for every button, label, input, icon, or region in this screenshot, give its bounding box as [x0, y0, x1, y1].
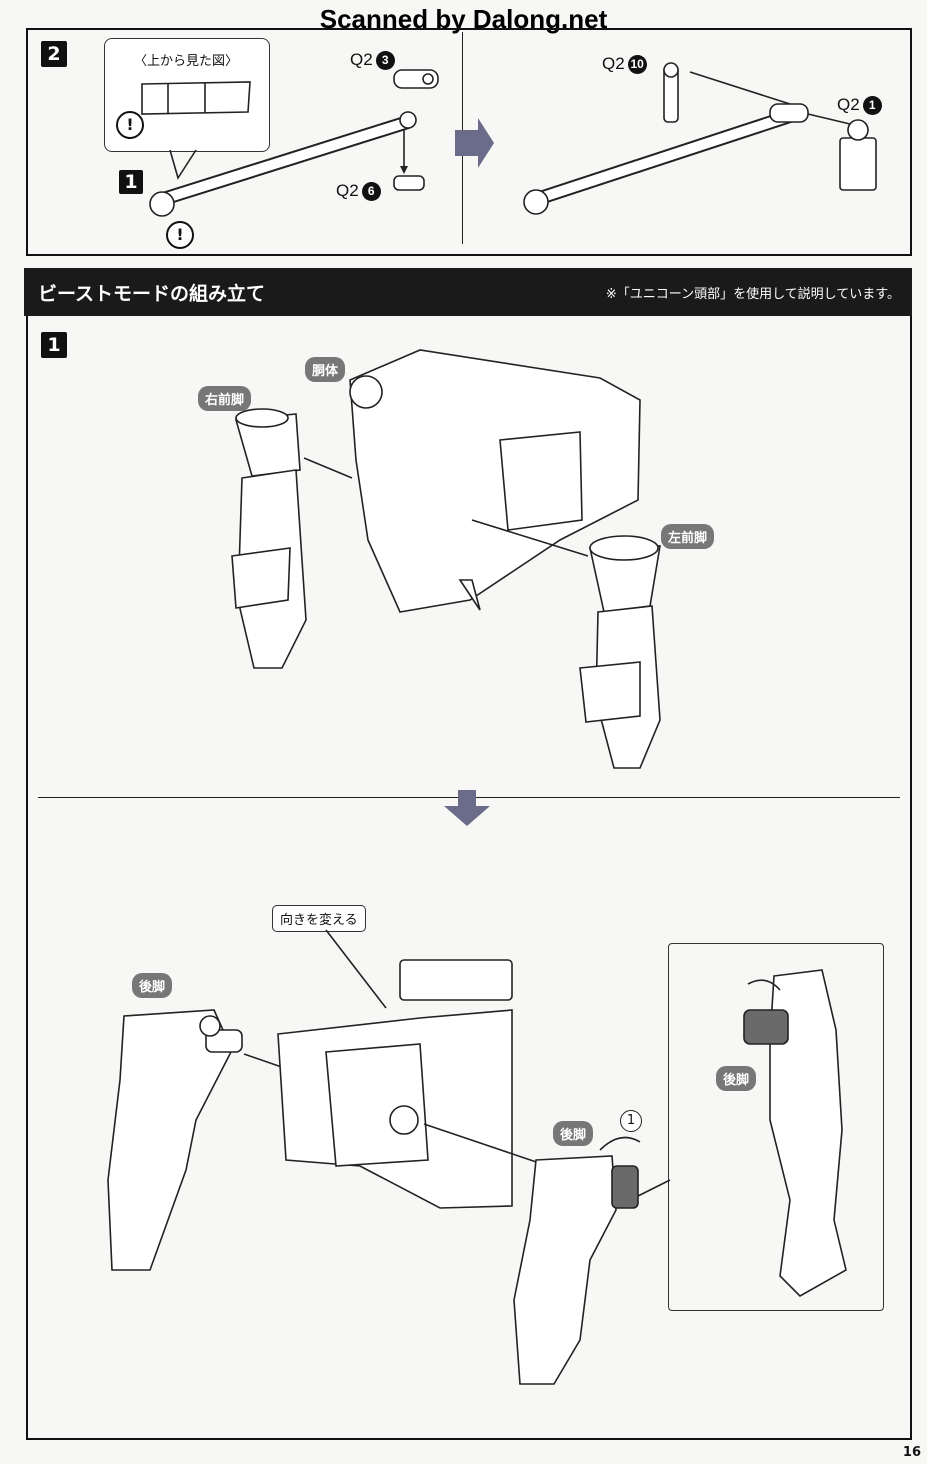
label-body: 胴体 — [305, 357, 346, 382]
top-view-label: 〈上から見た図〉 — [134, 54, 239, 69]
part-prefix: Q2 — [837, 95, 860, 114]
step2-panel — [26, 28, 912, 256]
warning-glyph: ! — [126, 115, 134, 134]
step2-substep-number: 1 — [119, 170, 143, 194]
part-prefix: Q2 — [602, 54, 625, 73]
part-prefix: Q2 — [350, 50, 373, 69]
warning-icon: ! — [166, 221, 194, 249]
warning-icon: ! — [116, 111, 144, 139]
assembly-arrow-head — [400, 166, 408, 174]
assembly-arrow — [471, 519, 589, 557]
beast-step-panel — [26, 316, 912, 1440]
part-prefix: Q2 — [336, 181, 359, 200]
hind-leg-left-illustration — [107, 1009, 243, 1271]
callout-tail — [169, 149, 197, 180]
order-number: 1 — [626, 1113, 636, 1128]
chain-arm-assembled-illustration — [523, 103, 809, 215]
body-rear-illustration — [277, 959, 513, 1209]
step2-number: 2 — [41, 41, 67, 67]
part-q2-10-illustration — [663, 62, 679, 123]
hind-leg-detail-illustration — [743, 969, 847, 1297]
hind-leg-mid-illustration — [513, 1155, 639, 1385]
part-number: 6 — [361, 182, 381, 201]
label-right-front-leg: 右前脚 — [198, 386, 252, 411]
section-title: ビーストモードの組み立て — [38, 283, 266, 305]
assembly-arrow — [303, 457, 353, 479]
part-q2-1-illustration — [839, 119, 877, 191]
label-left-front-leg: 左前脚 — [661, 524, 715, 549]
label-hind-leg-mid: 後脚 — [553, 1121, 594, 1146]
section-banner: ビーストモードの組み立て ※「ユニコーン頭部」を使用して説明しています。 — [24, 268, 912, 316]
inset-pointer — [637, 1179, 671, 1197]
section-note: ※「ユニコーン頭部」を使用して説明しています。 — [605, 287, 900, 302]
left-front-leg-illustration — [579, 535, 661, 769]
rotate-arrow — [599, 1136, 641, 1151]
beast-step1-number: 1 — [41, 332, 67, 358]
callout-pointer — [325, 929, 387, 1009]
part-number: 3 — [375, 51, 395, 70]
body-illustration — [349, 349, 641, 613]
label-hind-leg-left: 後脚 — [132, 973, 173, 998]
order-marker-1: 1 — [620, 1110, 642, 1132]
part-number: 10 — [627, 55, 647, 74]
part-number: 1 — [862, 96, 882, 115]
part-q2-6-illustration — [393, 175, 425, 191]
part-q2-3-illustration — [393, 69, 439, 89]
assembly-arrow — [689, 71, 791, 105]
assembly-arrow — [807, 113, 851, 125]
right-front-leg-illustration — [231, 408, 307, 669]
step-transition-arrow — [455, 118, 494, 168]
chain-arm-illustration — [149, 111, 417, 217]
rotate-arrow — [747, 979, 781, 991]
step-transition-arrow-down — [444, 790, 490, 826]
callout-change-direction: 向きを変える — [272, 905, 366, 932]
label-hind-leg-detail: 後脚 — [716, 1066, 757, 1091]
page-number: 16 — [902, 1445, 921, 1460]
top-view-part-illustration — [141, 81, 251, 115]
detail-inset-box — [668, 943, 884, 1311]
warning-glyph: ! — [176, 225, 184, 244]
